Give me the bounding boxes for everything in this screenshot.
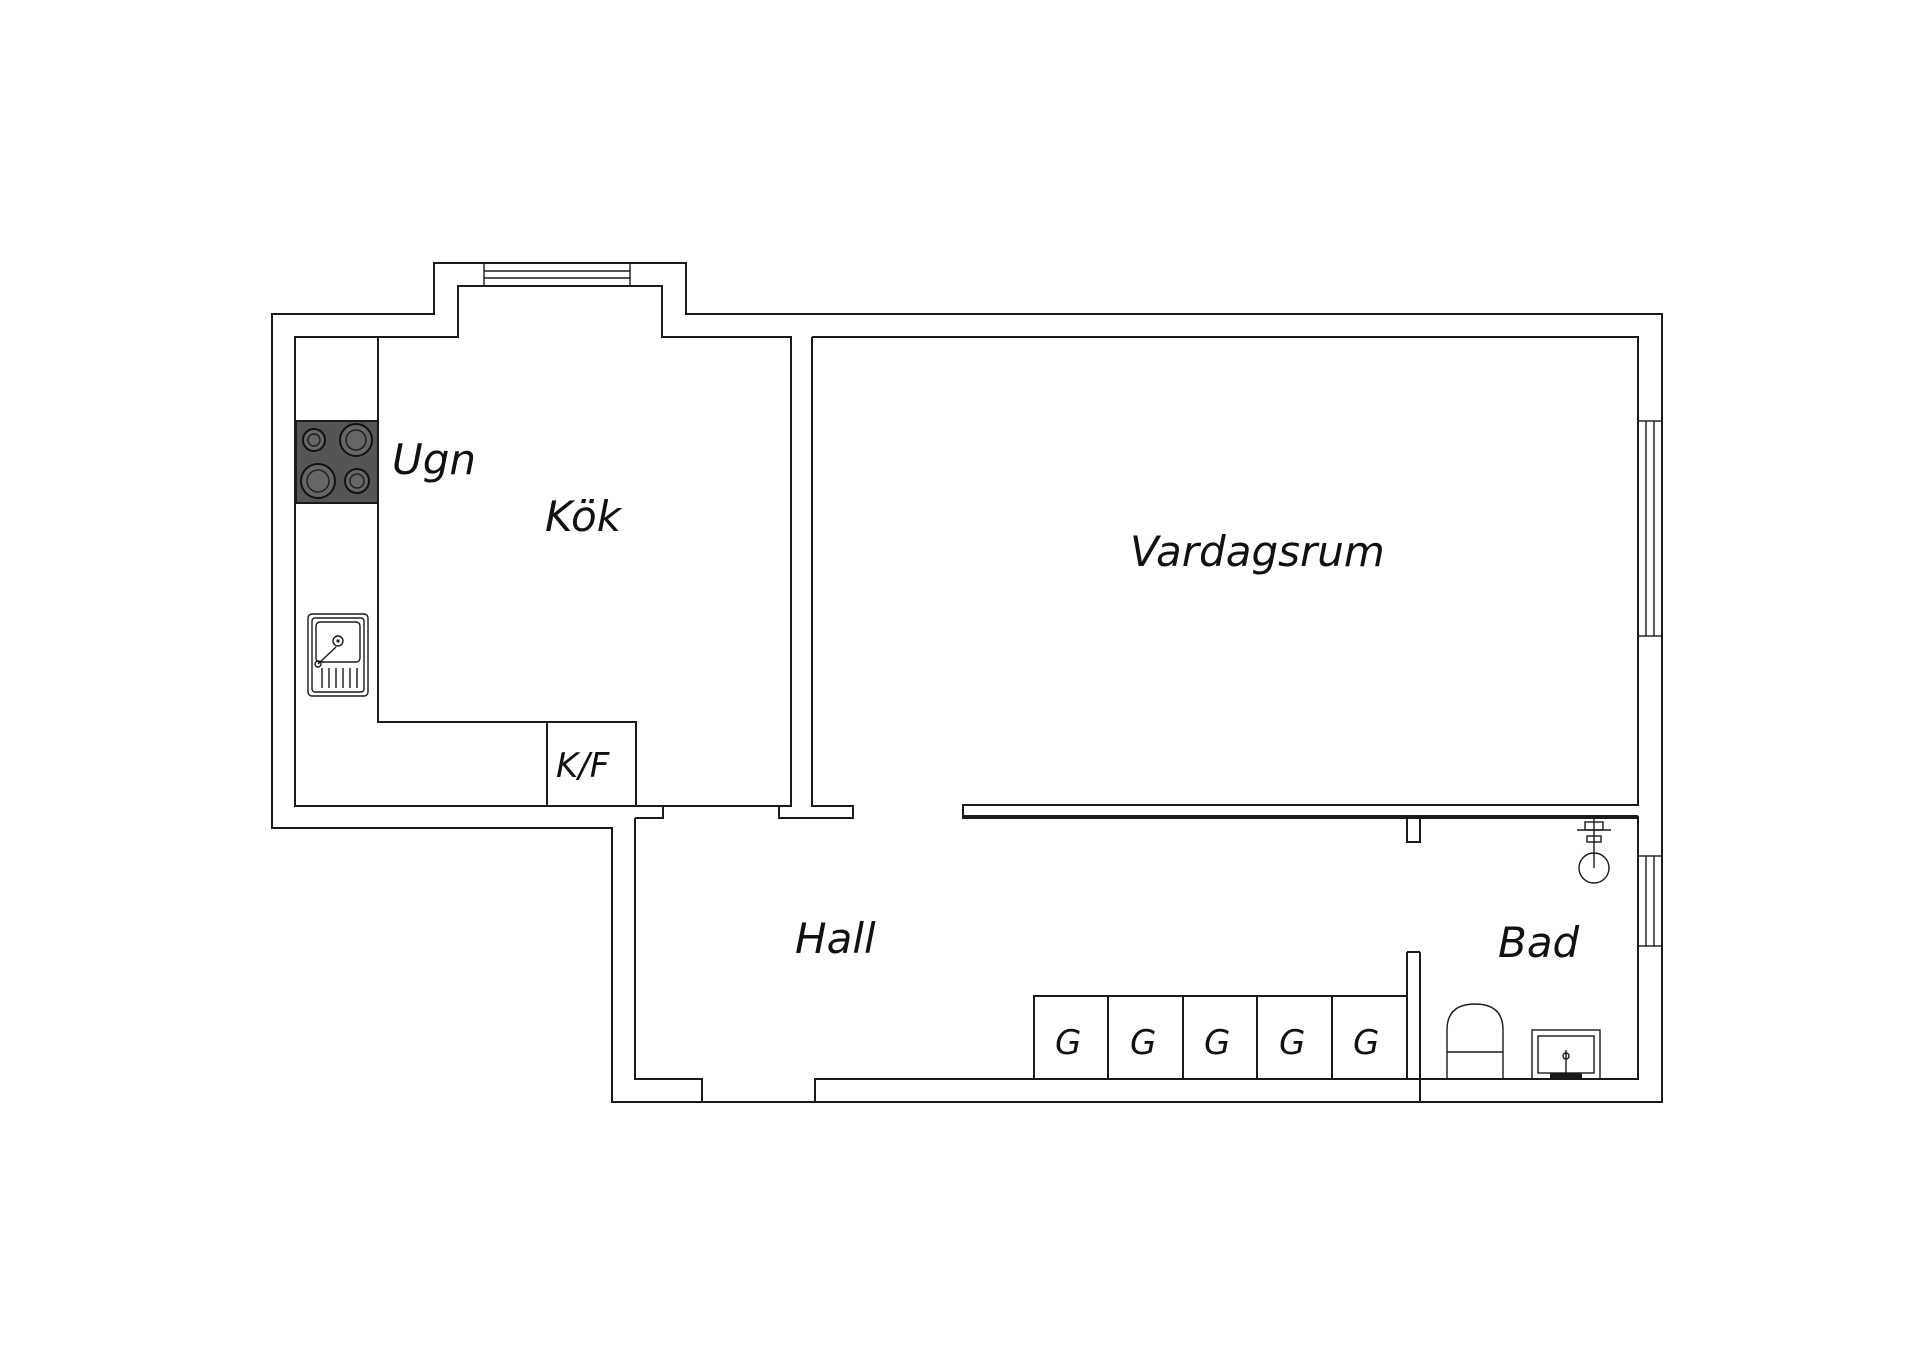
room-label-hall: Hall	[795, 914, 876, 963]
interior-walls	[295, 337, 1638, 1079]
stove-icon	[295, 420, 379, 504]
kitchen-counter	[377, 337, 637, 806]
room-label-living-room: Vardagsrum	[1130, 527, 1385, 576]
washbasin-icon	[1531, 1029, 1601, 1080]
wardrobes	[1033, 995, 1408, 1080]
shower-icon	[1577, 818, 1611, 884]
window-icon	[1637, 855, 1663, 947]
kitchen-sink-icon	[307, 613, 369, 697]
wardrobe-label: G	[1204, 1023, 1230, 1063]
wardrobe-label: G	[1279, 1023, 1305, 1063]
wardrobe-label: G	[1130, 1023, 1156, 1063]
toilet-icon	[1446, 1003, 1504, 1079]
window-icon	[1637, 420, 1663, 637]
wardrobe-label: G	[1353, 1023, 1379, 1063]
fridge-freezer-label: K/F	[556, 746, 610, 786]
room-label-kitchen: Kök	[545, 492, 623, 541]
exterior-walls	[271, 262, 1663, 1103]
oven-label: Ugn	[392, 435, 476, 484]
window-icon	[483, 262, 631, 287]
room-label-bathroom: Bad	[1498, 918, 1580, 967]
wardrobe-label: G	[1055, 1023, 1081, 1063]
